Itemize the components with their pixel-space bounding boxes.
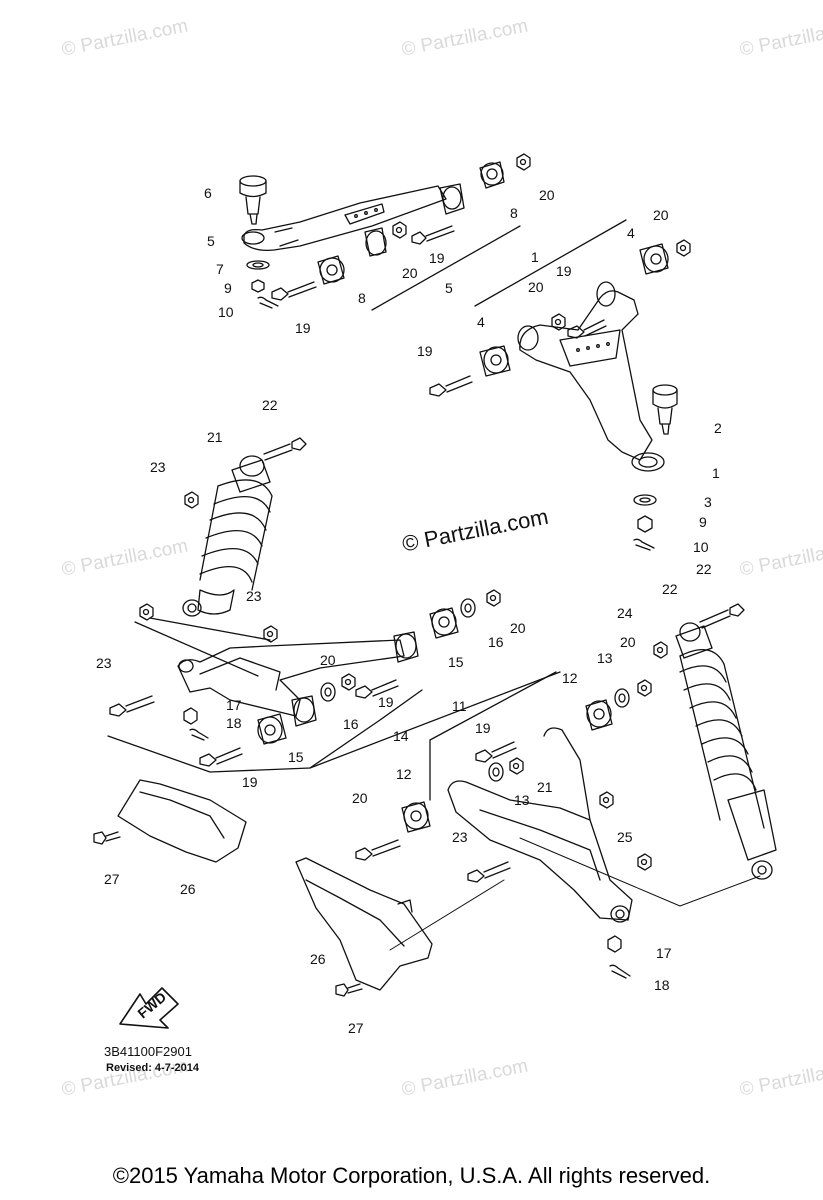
rear-shock-right: [637, 603, 777, 880]
callout-6: 6: [204, 185, 212, 201]
revised-date: Revised: 4-7-2014: [106, 1062, 199, 1074]
callout-23-d: 25: [617, 829, 633, 845]
skid-guard-25: [93, 779, 247, 863]
copyright-notice: ©2015 Yamaha Motor Corporation, U.S.A. A…: [112, 1163, 711, 1188]
callout-22-b: 22: [696, 561, 712, 577]
callout-16-a: 16: [488, 634, 504, 650]
callout-15-b: 15: [288, 749, 304, 765]
callout-23-b: 23: [246, 588, 262, 604]
callout-19-f: 19: [242, 774, 258, 790]
callout-9-b: 9: [699, 514, 707, 530]
callout-9-a: 9: [224, 280, 232, 296]
callout-15-a: 15: [448, 654, 464, 670]
callout-20-e: 20: [510, 620, 526, 636]
callout-20-a: 20: [539, 187, 555, 203]
callout-19-e: 19: [378, 694, 394, 710]
callout-20-b: 20: [402, 265, 418, 281]
lower-arm-right-lower-assembly: [355, 671, 652, 979]
callout-19-h: 20: [352, 790, 368, 806]
front-shock-left: [182, 437, 307, 617]
callout-4-b: 4: [477, 314, 485, 330]
callout-20-h: 21: [537, 779, 553, 795]
callout-17-b: 17: [656, 945, 672, 961]
upper-arm-left-assembly: [239, 153, 531, 311]
callout-12-a: 12: [562, 670, 578, 686]
skid-guard-24: [295, 857, 433, 997]
callout-13-a: 13: [597, 650, 613, 666]
callout-21-b: 22: [662, 581, 678, 597]
callout-10-a: 10: [218, 304, 234, 320]
callout-19-b: 19: [295, 320, 311, 336]
callout-26-a: 27: [104, 871, 120, 887]
callout-19-g: 19: [475, 720, 491, 736]
callout-18-b: 18: [654, 977, 670, 993]
callout-10-b: 10: [693, 539, 709, 555]
callout-13-b: 13: [514, 792, 530, 808]
callout-3: 3: [704, 494, 712, 510]
callout-14: 14: [393, 728, 409, 744]
reference-lines: [389, 837, 761, 951]
callout-1-a: 1: [531, 249, 539, 265]
callout-2: 2: [714, 420, 722, 436]
callout-5-b: 5: [445, 280, 453, 296]
callout-23-a: 23: [150, 459, 166, 475]
callout-4-a: 4: [627, 225, 635, 241]
callout-21-a: 21: [207, 429, 223, 445]
callout-20-g: 20: [620, 634, 636, 650]
callout-16-b: 16: [343, 716, 359, 732]
callout-20-d: 20: [528, 279, 544, 295]
callout-23-c: 24: [617, 605, 633, 621]
fwd-arrow-icon: [119, 987, 179, 1029]
callout-20-f: 20: [320, 652, 336, 668]
callout-22-c: 23: [96, 655, 112, 671]
callout-19-d: 19: [417, 343, 433, 359]
callout-17-a: 17: [226, 697, 242, 713]
lower-arm-right-assembly: [429, 219, 691, 551]
callout-18-a: 18: [226, 715, 242, 731]
callout-19-a: 19: [429, 250, 445, 266]
callout-11: 11: [452, 698, 467, 714]
diagram-code: 3B41100F2901: [104, 1044, 192, 1059]
callout-25: 26: [180, 881, 196, 897]
callout-8-a: 8: [510, 205, 518, 221]
callout-labels: 1 1 2 3 4 4 5 5 6 7 8 8 9 9 10 10 11 12 …: [96, 185, 722, 1036]
callout-26-b: 27: [348, 1020, 364, 1036]
callout-24: 26: [310, 951, 326, 967]
callout-22-a: 22: [262, 397, 278, 413]
callout-1-b: 1: [712, 465, 720, 481]
callout-22-d: 23: [452, 829, 468, 845]
callout-8-b: 8: [358, 290, 366, 306]
callout-19-c: 19: [556, 263, 572, 279]
callout-12-b: 12: [396, 766, 412, 782]
callout-7: 7: [216, 261, 224, 277]
callout-5-a: 5: [207, 233, 215, 249]
callout-20-c: 20: [653, 207, 669, 223]
lower-arm-left-assembly: [107, 589, 561, 773]
